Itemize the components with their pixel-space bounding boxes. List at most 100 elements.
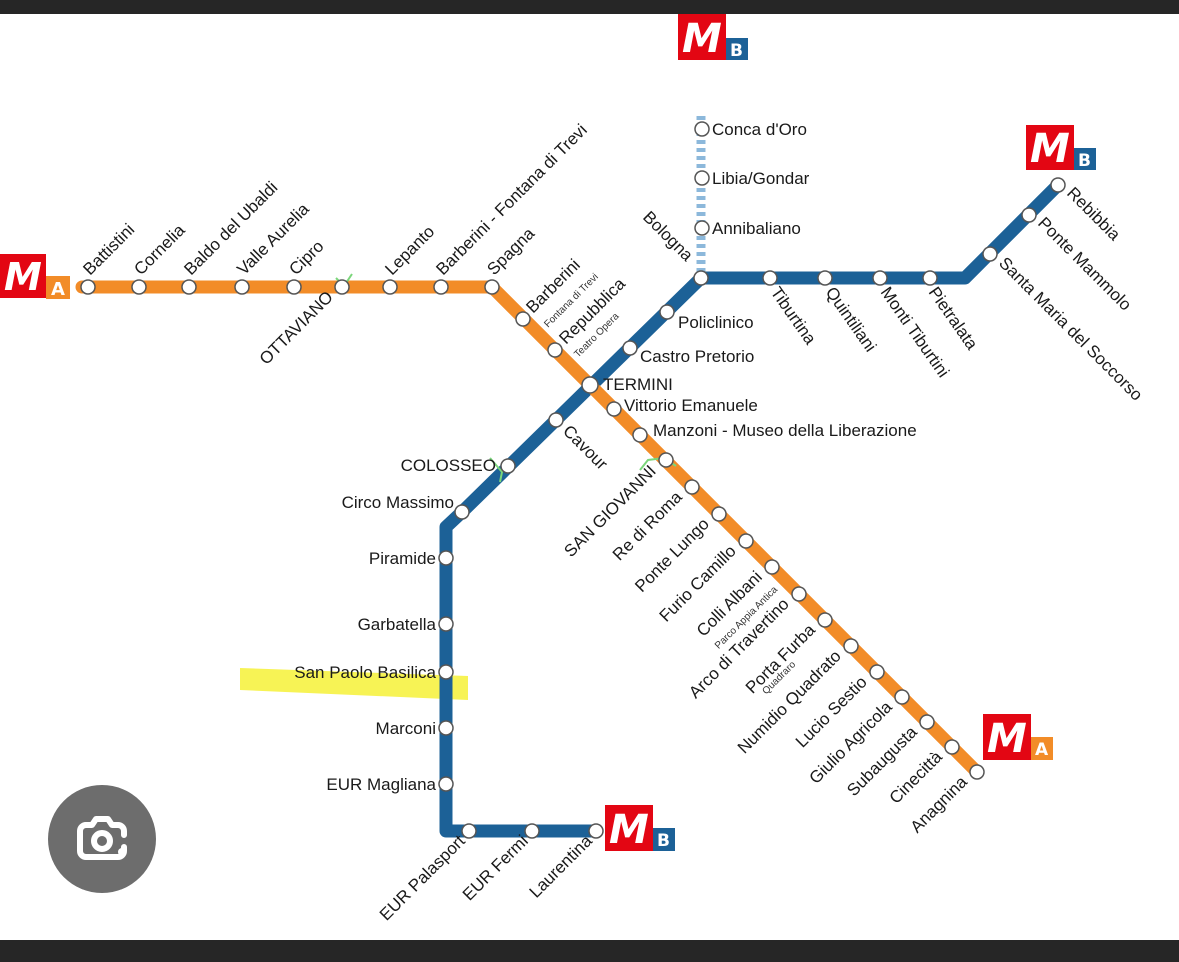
station-annibaliano[interactable] <box>694 220 710 236</box>
label-cavour: Cavour <box>559 421 611 473</box>
label-laurentina: Laurentina <box>526 831 597 902</box>
lens-search-button[interactable] <box>48 785 156 893</box>
svg-text:B: B <box>730 41 743 61</box>
station-piramide[interactable] <box>438 550 454 566</box>
station-repubblica[interactable] <box>547 342 563 358</box>
label-eur-fermi: EUR Fermi <box>459 831 532 904</box>
label-conca-doro: Conca d'Oro <box>712 120 807 139</box>
svg-text:M: M <box>682 16 722 62</box>
station-barberini-trevi[interactable] <box>433 279 449 295</box>
label-baldo: Baldo del Ubaldi <box>180 178 281 279</box>
label-battistini: Battistini <box>79 220 138 279</box>
station-santa-maria[interactable] <box>982 246 998 262</box>
station-monti-tiburtini[interactable] <box>872 270 888 286</box>
station-arco-travertino[interactable] <box>791 586 807 602</box>
label-vittorio: Vittorio Emanuele <box>624 396 758 415</box>
label-colosseo: COLOSSEO <box>401 456 496 475</box>
svg-text:M: M <box>1030 126 1070 172</box>
label-eur-palasport: EUR Palasport <box>376 831 469 924</box>
label-annibaliano: Annibaliano <box>712 219 801 238</box>
station-san-paolo[interactable] <box>438 664 454 680</box>
label-ottaviano: OTTAVIANO <box>256 287 337 368</box>
station-valle-aurelia[interactable] <box>234 279 250 295</box>
svg-text:M: M <box>609 807 649 853</box>
station-libia[interactable] <box>694 170 710 186</box>
station-termini[interactable] <box>581 376 599 394</box>
station-lepanto[interactable] <box>382 279 398 295</box>
station-furio-camillo[interactable] <box>738 533 754 549</box>
bottom-bar <box>0 940 1179 962</box>
station-re-di-roma[interactable] <box>684 479 700 495</box>
label-cornelia: Cornelia <box>130 220 189 279</box>
station-colli-albani[interactable] <box>764 559 780 575</box>
label-lepanto: Lepanto <box>381 222 438 279</box>
station-tiburtina[interactable] <box>762 270 778 286</box>
svg-text:M: M <box>987 716 1027 762</box>
station-policlinico[interactable] <box>659 304 675 320</box>
station-barberini[interactable] <box>515 311 531 327</box>
station-manzoni[interactable] <box>632 427 648 443</box>
label-marconi: Marconi <box>376 719 436 738</box>
label-san-paolo: San Paolo Basilica <box>294 663 436 682</box>
logo-line-a-west: M A <box>0 254 70 300</box>
label-rebibbia: Rebibbia <box>1063 183 1124 244</box>
interchange-mark-colosseo <box>489 457 504 483</box>
label-libia: Libia/Gondar <box>712 169 810 188</box>
station-conca-doro[interactable] <box>694 121 710 137</box>
logo-line-b-laurentina: M B <box>605 805 675 853</box>
label-policlinico: Policlinico <box>678 313 754 332</box>
label-san-giovanni: SAN GIOVANNI <box>560 461 659 560</box>
label-cipro: Cipro <box>285 237 327 279</box>
station-marconi[interactable] <box>438 720 454 736</box>
logo-line-a-anagnina: M A <box>983 714 1053 762</box>
station-circo-massimo[interactable] <box>454 504 470 520</box>
station-lucio-sestio[interactable] <box>869 664 885 680</box>
label-tiburtina: Tiburtina <box>767 283 820 348</box>
station-castro-pretorio[interactable] <box>622 340 638 356</box>
station-cipro[interactable] <box>286 279 302 295</box>
station-numidio[interactable] <box>843 638 859 654</box>
label-manzoni: Manzoni - Museo della Liberazione <box>653 421 917 440</box>
station-ponte-mammolo[interactable] <box>1021 207 1037 223</box>
station-ottaviano[interactable] <box>334 279 350 295</box>
station-eur-fermi[interactable] <box>524 823 540 839</box>
svg-text:A: A <box>51 279 65 300</box>
station-eur-palasport[interactable] <box>461 823 477 839</box>
station-subaugusta[interactable] <box>919 714 935 730</box>
logo-line-b-north: M B <box>678 14 748 62</box>
station-anagnina[interactable] <box>969 764 985 780</box>
station-ponte-lungo[interactable] <box>711 506 727 522</box>
station-giulio-agricola[interactable] <box>894 689 910 705</box>
station-cornelia[interactable] <box>131 279 147 295</box>
station-pietralata[interactable] <box>922 270 938 286</box>
station-battistini[interactable] <box>80 279 96 295</box>
label-garbatella: Garbatella <box>358 615 437 634</box>
station-cinecitta[interactable] <box>944 739 960 755</box>
svg-text:A: A <box>1035 740 1049 760</box>
station-quintiliani[interactable] <box>817 270 833 286</box>
svg-text:M: M <box>4 255 42 299</box>
label-termini: TERMINI <box>603 375 673 394</box>
camera-search-icon <box>77 816 127 860</box>
svg-text:B: B <box>657 831 670 851</box>
label-circo-massimo: Circo Massimo <box>342 493 454 512</box>
station-laurentina[interactable] <box>588 823 604 839</box>
label-barberini: Barberini <box>522 255 584 317</box>
station-porta-furba[interactable] <box>817 612 833 628</box>
label-eur-magliana: EUR Magliana <box>326 775 436 794</box>
label-piramide: Piramide <box>369 549 436 568</box>
station-spagna[interactable] <box>484 279 500 295</box>
station-vittorio[interactable] <box>606 401 622 417</box>
top-bar <box>0 0 1179 14</box>
label-santa-maria: Santa Maria del Soccorso <box>995 253 1146 404</box>
station-rebibbia[interactable] <box>1050 177 1066 193</box>
station-garbatella[interactable] <box>438 616 454 632</box>
label-quintiliani: Quintiliani <box>822 283 880 355</box>
station-cavour[interactable] <box>548 412 564 428</box>
station-san-giovanni[interactable] <box>658 452 674 468</box>
station-baldo[interactable] <box>181 279 197 295</box>
station-colosseo[interactable] <box>500 458 516 474</box>
station-bologna[interactable] <box>693 270 709 286</box>
station-eur-magliana[interactable] <box>438 776 454 792</box>
label-castro-pretorio: Castro Pretorio <box>640 347 754 366</box>
